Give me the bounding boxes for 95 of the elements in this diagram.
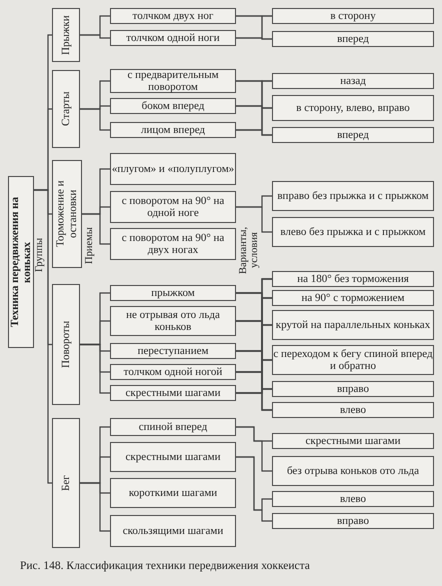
variant-box <box>272 73 434 89</box>
connector-line <box>80 34 110 39</box>
connector-line <box>236 392 272 411</box>
variant-label: на 90° с торможением <box>302 292 404 304</box>
connector-line <box>236 129 272 136</box>
technique-label: с предварительным поворотом <box>126 68 220 94</box>
group-label: Старты <box>60 92 72 126</box>
variant-label: в сторону <box>330 10 376 22</box>
variant-label: вперед <box>337 32 369 46</box>
technique-label: переступанием <box>138 344 208 358</box>
variant-label: вправо <box>336 382 370 396</box>
group-label: Бег <box>60 475 72 491</box>
technique-label: с поворотом на 90° на двух ногах <box>120 232 226 256</box>
variant-box <box>272 456 434 486</box>
variant-label: крутой на параллельных коньках <box>276 318 430 332</box>
root-box <box>8 176 34 348</box>
variant-box <box>272 381 434 397</box>
variant-box <box>272 513 434 529</box>
technique-label: боком вперед <box>142 100 204 112</box>
variant-box <box>272 181 434 211</box>
variant-box <box>272 8 434 24</box>
connector-line <box>80 482 110 532</box>
technique-box <box>110 515 236 547</box>
group-label: Торможение и остановки <box>54 180 80 250</box>
technique-label: короткими шагами <box>128 486 218 500</box>
technique-box <box>110 285 236 301</box>
connector-line <box>80 108 110 131</box>
technique-label: прыжком <box>151 286 195 300</box>
column-heading: Группы <box>34 236 46 274</box>
variant-box <box>272 290 434 306</box>
group-box <box>52 418 80 548</box>
technique-label: скрестными шагами <box>125 450 221 464</box>
technique-box <box>110 343 236 359</box>
connector-line <box>82 213 110 245</box>
technique-box <box>110 153 236 185</box>
technique-label: толчком двух ног <box>132 10 214 22</box>
technique-box <box>110 228 236 260</box>
technique-label: не отрывая ото льда коньков <box>125 308 221 334</box>
technique-box <box>110 306 236 336</box>
connector-line <box>236 37 272 40</box>
variant-box <box>272 310 434 340</box>
variant-label: назад <box>340 74 366 88</box>
technique-label: «плугом» и «полуплугом» <box>112 162 234 176</box>
variant-box <box>272 433 434 449</box>
group-box <box>52 8 80 62</box>
column-heading: Приемы <box>84 226 96 266</box>
variant-box <box>272 271 434 287</box>
technique-label: лицом вперед <box>140 124 206 136</box>
technique-box <box>110 122 236 138</box>
technique-box <box>110 478 236 508</box>
connector-line <box>34 189 52 484</box>
technique-box <box>110 418 236 436</box>
technique-box <box>110 385 236 401</box>
variant-label: влево <box>340 492 366 506</box>
connector-line <box>236 206 272 233</box>
technique-label: скрестными шагами <box>125 386 221 400</box>
column-heading: Варианты, условия <box>238 225 261 276</box>
technique-label: толчком одной ноги <box>126 32 220 44</box>
variant-label: вправо <box>336 514 370 528</box>
variant-label: с переходом к бегу спиной вперед и обратно <box>273 348 433 372</box>
variant-label: без отрыва коньков ото льда <box>286 464 420 478</box>
variant-label: на 180° без торможения <box>297 272 409 286</box>
variant-label: скрестными шагами <box>305 434 401 448</box>
technique-label: с поворотом на 90° на одной ноге <box>120 194 226 220</box>
variant-label: в сторону, влево, вправо <box>296 102 410 114</box>
connector-line <box>236 456 272 522</box>
variant-label: влево <box>340 404 366 416</box>
variant-box <box>272 127 434 143</box>
root-title: Техника передвижения на коньках <box>9 196 33 330</box>
variant-label: вперед <box>337 128 369 142</box>
variant-box <box>272 31 434 47</box>
variant-box <box>272 217 434 247</box>
variant-box <box>272 491 434 507</box>
technique-box <box>110 191 236 223</box>
variant-label: влево без прыжка и с прыжком <box>280 226 426 238</box>
group-box <box>52 284 80 405</box>
group-label: Прыжки <box>60 15 72 55</box>
group-box <box>52 70 80 148</box>
connector-line <box>80 344 110 394</box>
technique-box <box>110 98 236 114</box>
connector-line <box>236 426 272 472</box>
technique-label: толчком одной ногой <box>124 366 222 378</box>
technique-box <box>110 364 236 380</box>
technique-label: спиной вперед <box>138 420 208 434</box>
technique-label: скользящими шагами <box>122 524 224 538</box>
variant-box <box>272 402 434 418</box>
technique-box <box>110 442 236 472</box>
technique-box <box>110 30 236 46</box>
group-label: Повороты <box>60 320 72 368</box>
variant-box <box>272 95 434 121</box>
figure-caption: Рис. 148. Классификация техники передвижения хоккеиста <box>20 560 310 572</box>
technique-box <box>110 8 236 24</box>
variant-label: вправо без прыжка и с прыжком <box>277 190 429 202</box>
group-box <box>52 160 82 268</box>
technique-box <box>110 69 236 93</box>
